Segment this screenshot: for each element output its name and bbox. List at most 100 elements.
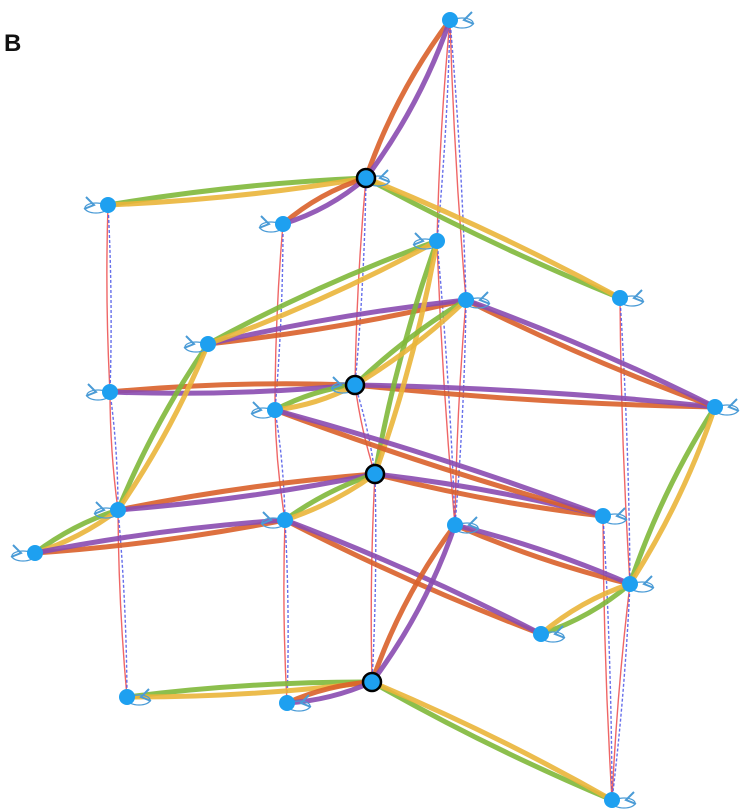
loop-arrow-h2 bbox=[330, 376, 343, 390]
edge-ll-ll2-green bbox=[32, 507, 121, 556]
loop-arrow-r1 bbox=[478, 291, 491, 305]
loop-arrow-mc bbox=[467, 516, 480, 530]
edge-h1-h2-blue bbox=[354, 177, 367, 386]
edge-rr2-br-red bbox=[611, 583, 631, 801]
loop-arrow-h1 bbox=[378, 169, 391, 183]
loop-arrow-ml bbox=[85, 383, 98, 397]
edge-top-h1-purple bbox=[363, 17, 453, 181]
edge-h3-h4-red bbox=[370, 473, 376, 683]
edge-h2-h3-red bbox=[354, 384, 376, 475]
edge-h1-ur-yellow bbox=[363, 175, 623, 301]
node-br bbox=[604, 792, 620, 808]
edge-top-r1-blue bbox=[449, 19, 467, 301]
edge-h4-bl-green bbox=[124, 679, 375, 700]
edge-r2-rr2-green bbox=[627, 404, 718, 587]
edge-m2-l2-red bbox=[274, 409, 286, 521]
edge-r2-rr2-yellow bbox=[627, 404, 718, 587]
edge-mc-h4-orange bbox=[369, 522, 458, 685]
highlighted-node-h2 bbox=[344, 374, 366, 396]
edge-mc-h4-purple bbox=[369, 522, 458, 685]
loop-arrow-ml2 bbox=[183, 335, 196, 349]
loop-arrow-top bbox=[462, 11, 475, 25]
edge-u3-mc-blue bbox=[436, 240, 456, 526]
edge-u3-mc-red bbox=[436, 240, 456, 526]
edge-h3-h4-blue bbox=[371, 473, 377, 683]
edge-ml-ll-red bbox=[109, 391, 119, 511]
loop-arrow-rr bbox=[615, 507, 628, 521]
loop-arrow-bl bbox=[139, 688, 152, 702]
edge-h4-br-yellow bbox=[369, 679, 615, 803]
edge-h3-ll-purple bbox=[115, 471, 378, 513]
node-ml bbox=[102, 384, 118, 400]
edge-mr-rr2-green bbox=[538, 581, 633, 637]
edge-r1-mc-blue bbox=[454, 299, 467, 526]
edge-h3-l2-yellow bbox=[282, 471, 378, 523]
edge-top-u3-blue bbox=[436, 19, 451, 242]
edge-rr-br-red bbox=[602, 515, 613, 801]
edge-ml2-ll-yellow bbox=[115, 341, 211, 513]
loop-arrow-u3 bbox=[412, 232, 425, 246]
node-m2 bbox=[267, 402, 283, 418]
edge-h1-ul-yellow bbox=[105, 175, 369, 208]
edge-r1-mc-red bbox=[454, 299, 467, 526]
edge-h2-ml-purple bbox=[107, 382, 358, 396]
loop-arrow-l2 bbox=[260, 511, 273, 525]
edge-mr-rr2-yellow bbox=[538, 581, 633, 637]
loop-arrow-m2 bbox=[250, 401, 263, 415]
node-rr bbox=[595, 508, 611, 524]
edge-h3-rr-orange bbox=[372, 471, 606, 519]
loop-arrow-b2 bbox=[299, 694, 312, 708]
edge-l2-mr-orange bbox=[282, 517, 544, 637]
node-ll bbox=[110, 502, 126, 518]
edge-ur-rr2-red bbox=[619, 297, 631, 585]
edge-ll2-l2-purple bbox=[32, 517, 288, 556]
loop-arrow-r2 bbox=[727, 398, 740, 412]
loop-arrow-br bbox=[624, 791, 637, 805]
edge-ml2-r1-orange bbox=[205, 297, 469, 347]
node-u2 bbox=[275, 216, 291, 232]
node-rr2 bbox=[622, 576, 638, 592]
edge-u3-h3-yellow bbox=[372, 238, 440, 477]
node-mr bbox=[533, 626, 549, 642]
edge-ml2-ll-green bbox=[115, 341, 211, 513]
edge-u3-ml2-green bbox=[205, 238, 440, 347]
edge-mc-rr2-orange bbox=[452, 522, 633, 587]
edge-m2-rr-orange bbox=[272, 407, 606, 519]
node-top bbox=[442, 12, 458, 28]
node-l2 bbox=[277, 512, 293, 528]
edge-rr2-br-blue bbox=[611, 583, 631, 801]
edge-u3-ml2-yellow bbox=[205, 238, 440, 347]
node-ur bbox=[612, 290, 628, 306]
edge-ul-ml-red bbox=[106, 204, 111, 393]
edge-l2-mr-purple bbox=[282, 517, 544, 637]
node-mc bbox=[447, 517, 463, 533]
loop-arrow-rr2 bbox=[642, 575, 655, 589]
node-u3 bbox=[429, 233, 445, 249]
edge-top-h1-orange bbox=[363, 17, 453, 181]
panel-label: B bbox=[4, 30, 22, 57]
edge-ll-bl-blue bbox=[117, 509, 128, 698]
loop-arrow-u2 bbox=[258, 215, 271, 229]
edge-top-r1-red bbox=[449, 19, 467, 301]
edge-r1-r2-purple bbox=[463, 297, 718, 410]
edge-ul-ml-blue bbox=[107, 204, 112, 393]
edge-h2-ml-orange bbox=[107, 381, 358, 395]
node-r1 bbox=[458, 292, 474, 308]
node-r2 bbox=[707, 399, 723, 415]
edge-m2-rr-purple bbox=[272, 407, 606, 519]
edge-r1-h2-green bbox=[352, 297, 469, 388]
node-bl bbox=[119, 689, 135, 705]
node-ul bbox=[100, 197, 116, 213]
edge-ml2-r1-purple bbox=[205, 297, 469, 347]
loop-arrow-ul bbox=[83, 196, 96, 210]
highlighted-node-h1 bbox=[355, 167, 377, 189]
loop-arrow-mr bbox=[553, 625, 566, 639]
edge-h3-ll-orange bbox=[115, 471, 378, 513]
edge-u2-m2-blue bbox=[274, 223, 284, 411]
edge-ll2-l2-orange bbox=[32, 517, 288, 556]
edge-ur-rr2-blue bbox=[619, 297, 631, 585]
loop-arrow-ur bbox=[632, 289, 645, 303]
edge-ll-bl-red bbox=[117, 509, 128, 698]
node-ll2 bbox=[27, 545, 43, 561]
